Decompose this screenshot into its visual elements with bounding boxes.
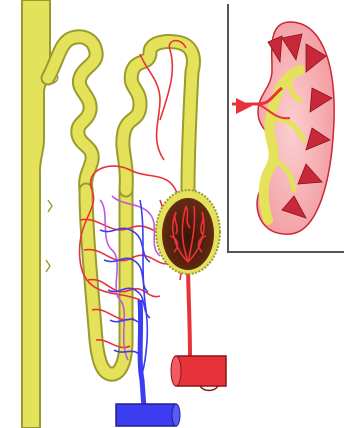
renal-artery — [171, 262, 226, 391]
kidney-inset — [228, 4, 344, 252]
bowmans-capsule — [156, 190, 220, 274]
kidney-cross-section-icon — [232, 22, 334, 234]
distal-tubule — [48, 37, 96, 190]
